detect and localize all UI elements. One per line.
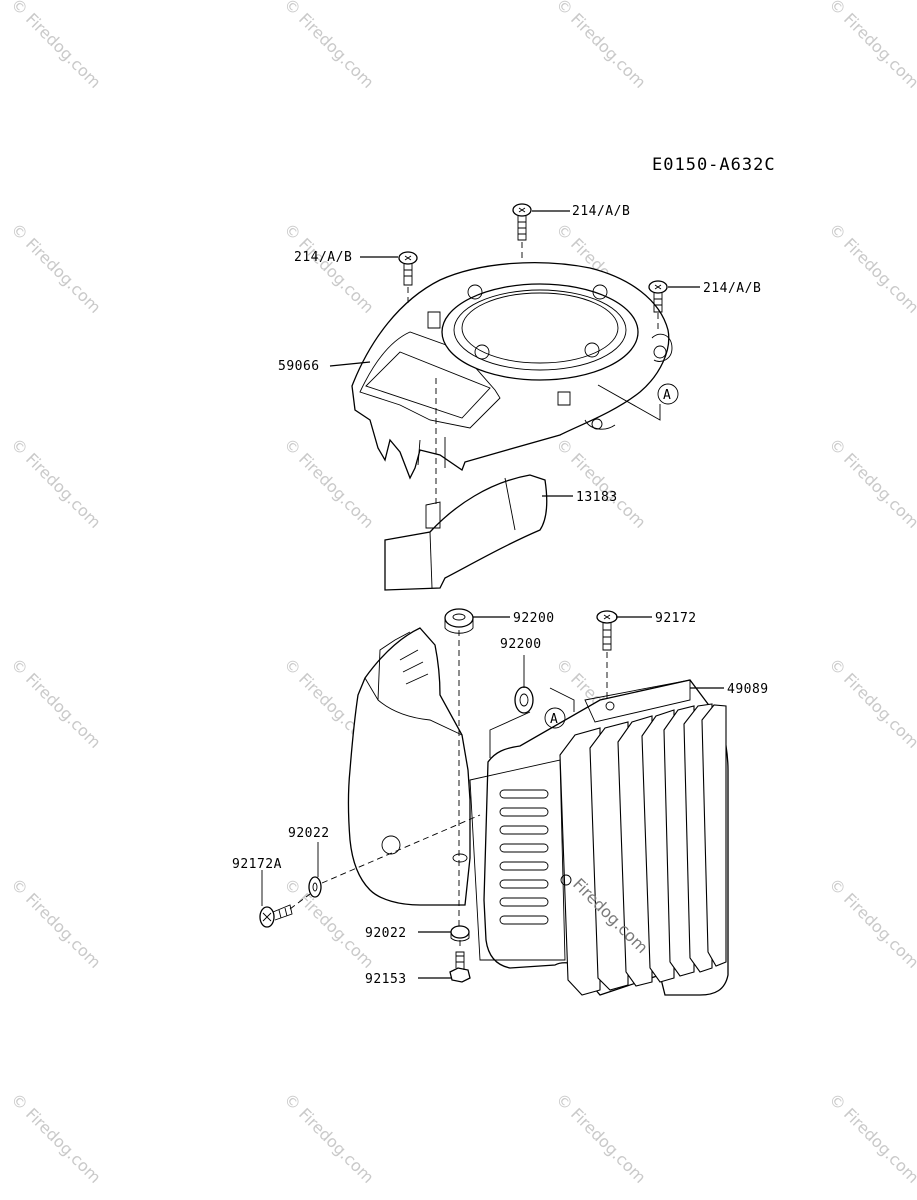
cylinder-cover-part[interactable] [469,679,729,996]
part-labels: 214/A/B 214/A/B 214/A/B 59066 13183 9220… [232,204,769,987]
watermark-text: © Firedog.com [825,654,917,752]
label-washer-left[interactable]: 92022 [288,826,330,841]
label-washer-bottom[interactable]: 92022 [365,926,407,941]
watermark-text: © Firedog.com [552,1089,650,1187]
fan-housing-part[interactable] [351,262,673,480]
watermark-text: © Firedog.com [825,0,917,92]
bolt-bottom[interactable] [449,951,471,983]
watermark-text: © Firedog.com [7,654,105,752]
washer-left[interactable] [308,876,322,898]
leader-lines-lower [261,616,724,979]
watermark-grid: © Firedog.com © Firedog.com © Firedog.com ©… [7,0,917,1187]
label-bolt-left[interactable]: 92172A [232,857,282,872]
svg-text:A: A [550,712,558,727]
watermark-text: © Firedog.com [7,0,105,92]
cover-vent-slots [499,789,549,925]
watermark-text: © Firedog.com [825,874,917,972]
label-bolt-top[interactable]: 92172 [655,611,697,626]
label-screw-top-center[interactable]: 214/A/B [572,204,630,219]
left-shroud-part[interactable] [347,627,471,906]
watermark-text: © Firedog.com [7,874,105,972]
callout-a-lower: A [544,707,566,729]
label-grommet-top[interactable]: 92200 [513,611,555,626]
watermark-text: © Firedog.com [552,434,650,532]
watermark-text: © Firedog.com [280,0,378,92]
bolt-left[interactable] [259,904,293,928]
bolt-top[interactable] [596,610,618,651]
watermark-text: © Firedog.com [7,219,105,317]
watermark-text: © Firedog.com [825,219,917,317]
svg-text:A: A [663,388,671,403]
label-fan-housing[interactable]: 59066 [278,359,320,374]
screw-top-right[interactable] [648,280,668,313]
leader-lines-upper [329,210,700,505]
watermark-text: © Firedog.com [7,434,105,532]
screw-top-left[interactable] [398,251,418,286]
watermark-text: © Firedog.com [825,1089,917,1187]
label-cylinder-cover[interactable]: 49089 [727,682,769,697]
screw-top-center[interactable] [512,203,532,241]
watermark-text: © Firedog.com [280,874,378,972]
grommet-mid[interactable] [514,686,534,714]
washer-bottom[interactable] [450,925,470,942]
label-cover-plate[interactable]: 13183 [576,490,618,505]
label-grommet-mid[interactable]: 92200 [500,637,542,652]
watermark-text: © Firedog.com [280,219,378,317]
watermark-text: © Firedog.com [7,1089,105,1187]
grommet-top[interactable] [444,608,474,634]
watermark-text: © Firedog.com [825,434,917,532]
watermark-text: © Firedog.com [280,434,378,532]
diagram-code: E0150-A632C [652,155,776,175]
callout-a-upper: A [657,383,679,405]
label-screw-top-left[interactable]: 214/A/B [294,250,352,265]
watermark-text: © Firedog.com [552,0,650,92]
label-screw-top-right[interactable]: 214/A/B [703,281,761,296]
cover-plate-part[interactable] [384,474,548,591]
watermark-text: © Firedog.com [280,1089,378,1187]
label-bolt-bottom[interactable]: 92153 [365,972,407,987]
cooling-fins [559,703,727,996]
